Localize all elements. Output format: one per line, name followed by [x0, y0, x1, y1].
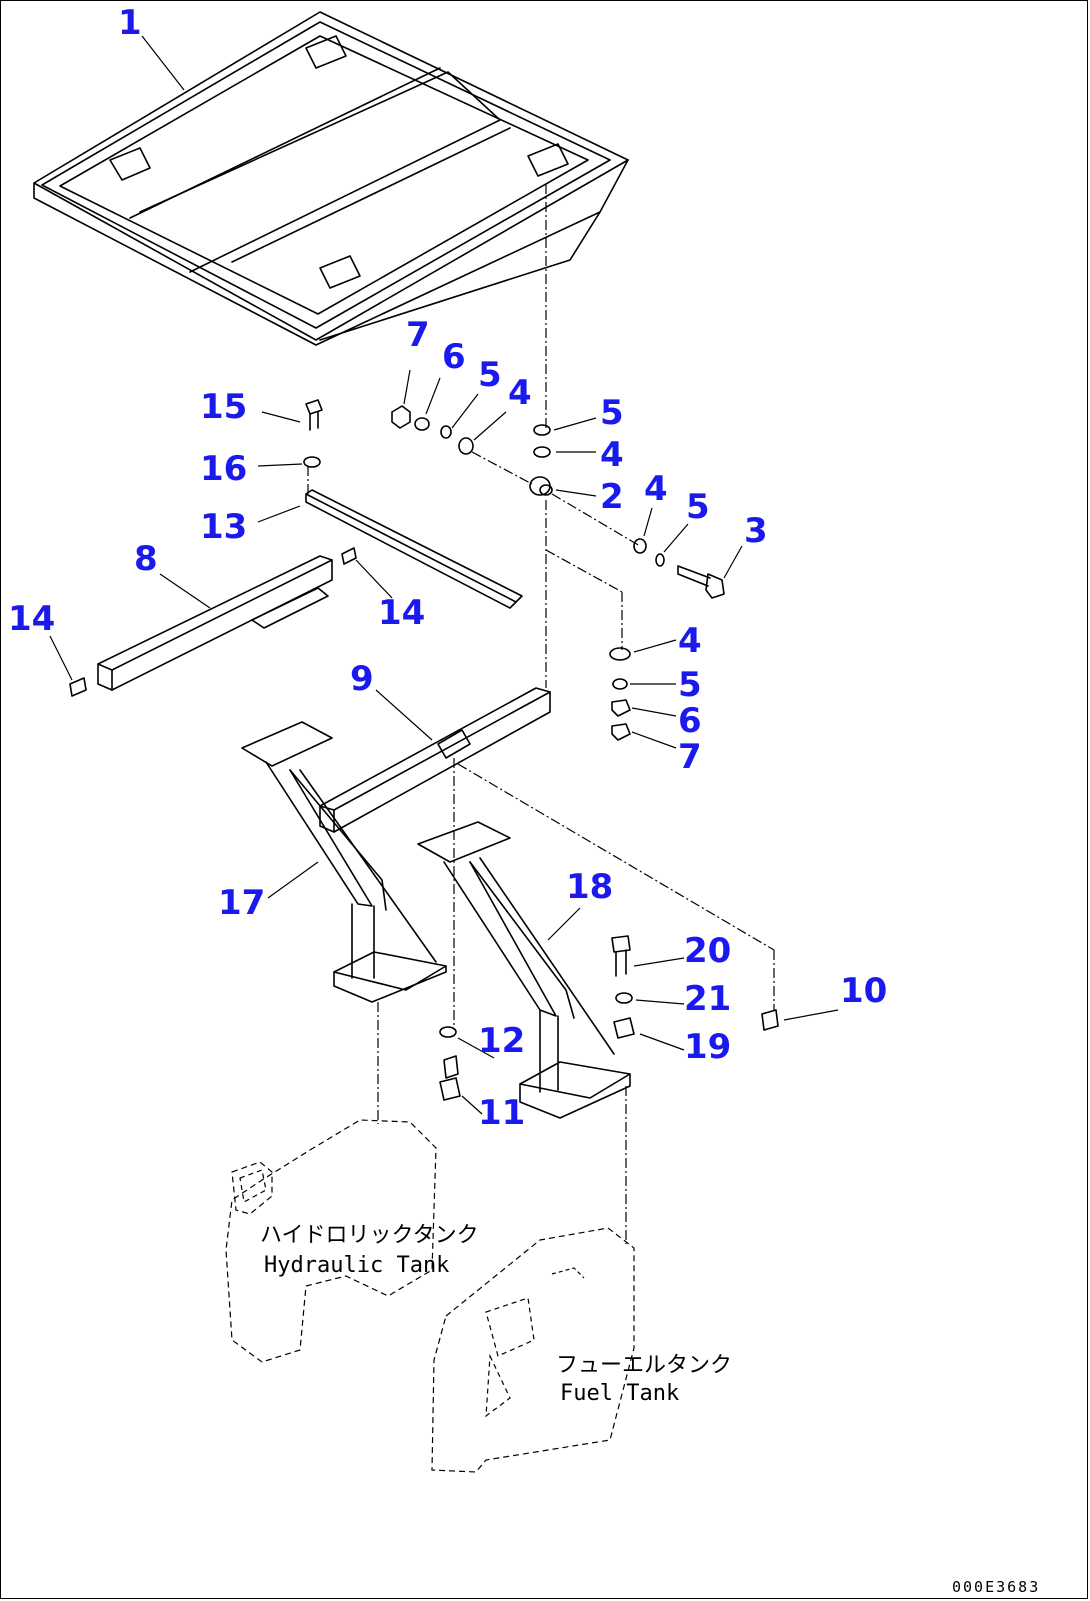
part-13-rail: [305, 489, 523, 609]
hydraulic-tank: [225, 1119, 437, 1363]
part-8-rail: [97, 555, 333, 691]
callout-11: 11: [478, 1093, 525, 1133]
part-18-stand: [417, 821, 631, 1119]
fuel-tank: [431, 1227, 635, 1473]
fuel-tank-label-jp: フューエルタンク: [556, 1353, 732, 1378]
callout-7b: 7: [678, 737, 702, 777]
callout-5c: 5: [686, 487, 710, 527]
callout-13: 13: [200, 507, 247, 547]
callout-1: 1: [118, 3, 142, 43]
callout-14b: 14: [378, 593, 425, 633]
callout-2: 2: [600, 477, 624, 517]
callout-17: 17: [218, 883, 265, 923]
callout-18: 18: [566, 867, 613, 907]
part-17-stand: [241, 721, 447, 1003]
callout-5a: 5: [478, 355, 502, 395]
callout-5d: 5: [678, 665, 702, 705]
callout-10: 10: [840, 971, 887, 1011]
callout-14a: 14: [8, 599, 55, 639]
callout-16: 16: [200, 449, 247, 489]
callout-5b: 5: [600, 393, 624, 433]
hydraulic-tank-label-en: Hydraulic Tank: [264, 1253, 449, 1278]
callout-labels: 1 2 3 7 6 5 4 5 4 4 5 4 5 6 7 15 16 13 8…: [8, 3, 887, 1133]
assembly-center-lines: [307, 184, 775, 1244]
callout-6b: 6: [678, 701, 702, 741]
callout-15: 15: [200, 387, 247, 427]
callout-8: 8: [134, 539, 158, 579]
callout-6a: 6: [442, 337, 466, 377]
callout-4a: 4: [508, 373, 532, 413]
callout-3: 3: [744, 511, 768, 551]
part-1-roof-cover: [33, 11, 629, 346]
callout-4c: 4: [644, 469, 668, 509]
tank-labels: ハイドロリックタンク Hydraulic Tank フューエルタンク Fuel …: [260, 1223, 732, 1406]
callout-4b: 4: [600, 435, 624, 475]
fuel-tank-label-en: Fuel Tank: [560, 1381, 679, 1406]
hydraulic-tank-label-jp: ハイドロリックタンク: [260, 1223, 479, 1248]
callout-9: 9: [350, 659, 374, 699]
callout-20: 20: [684, 931, 731, 971]
callout-12: 12: [478, 1021, 525, 1061]
hardware-washers-nuts: [69, 399, 779, 1101]
callout-4d: 4: [678, 621, 702, 661]
callout-7a: 7: [406, 315, 430, 355]
callout-21: 21: [684, 979, 731, 1019]
leader-lines: [49, 35, 839, 1115]
drawing-code: 000E3683: [952, 1578, 1040, 1596]
part-9-rail: [319, 687, 551, 833]
part-2-bracket: [529, 476, 553, 496]
callout-19: 19: [684, 1027, 731, 1067]
